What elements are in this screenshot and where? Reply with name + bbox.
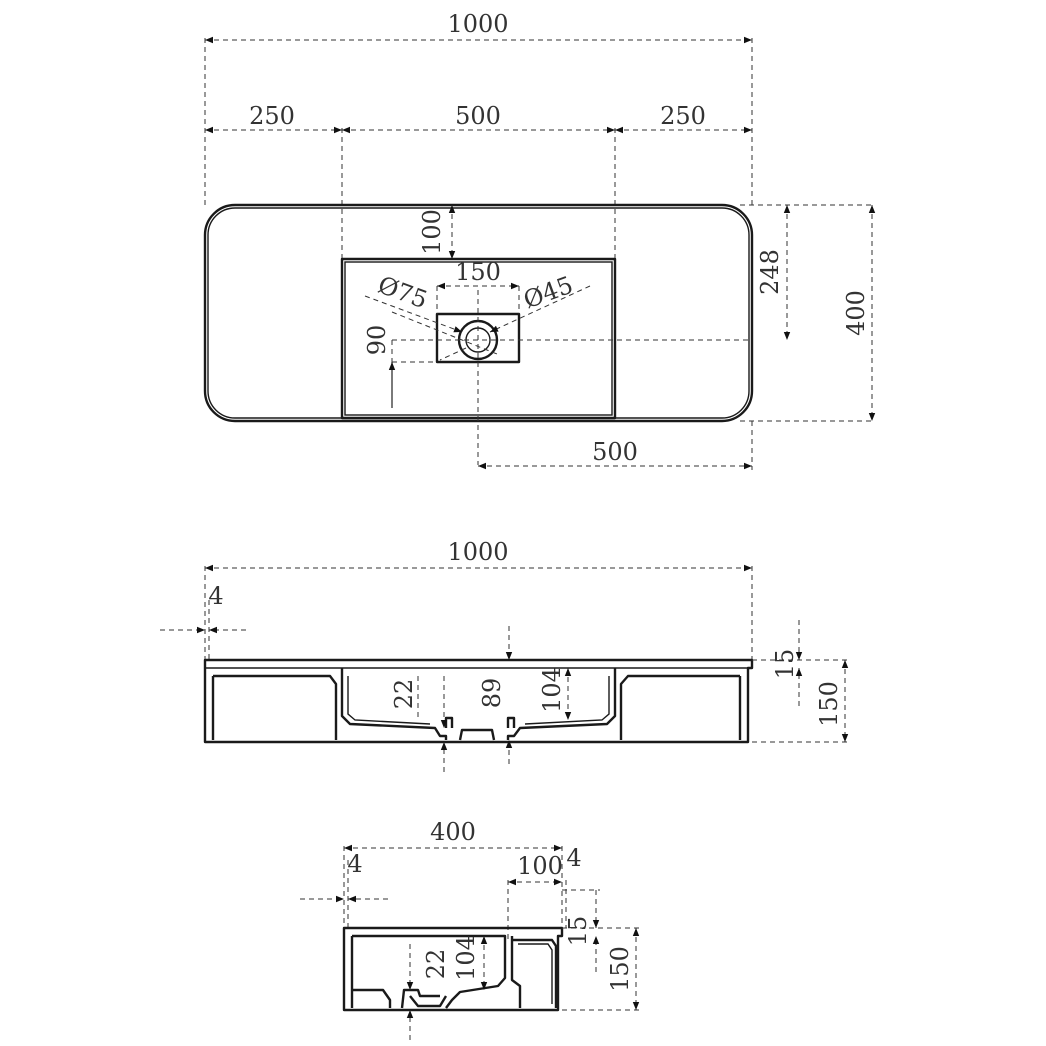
leader-inner-diameter (489, 285, 591, 333)
side-dim-label-drain-depth: 22 (422, 949, 450, 980)
side-left-cavity (350, 936, 392, 1008)
front-dim-label-drain-depth: 22 (390, 679, 418, 710)
dim-label-right-margin: 250 (660, 102, 706, 130)
front-drain-channel-right (506, 716, 516, 728)
side-dim-label-overall-width: 400 (430, 818, 476, 846)
side-basin-profile (352, 934, 507, 1009)
side-drain-channel (400, 988, 440, 1009)
dim-label-outer-diameter: Ø75 (374, 271, 431, 314)
dim-label-overall-depth: 400 (842, 290, 870, 336)
side-dim-label-overall-height: 150 (606, 946, 634, 992)
dim-label-drain-to-right: 500 (592, 438, 638, 466)
front-basin-inner-left (347, 676, 431, 725)
side-dim-label-rim-thickness: 15 (564, 916, 592, 947)
side-dim-label-edge-left: 4 (347, 850, 362, 878)
leader-outer-diameter-2 (391, 311, 498, 355)
side-dim-label-edge-right: 4 (566, 844, 581, 872)
dim-label-inner-diameter: Ø45 (520, 271, 577, 314)
dim-label-drain-spacing: 150 (455, 258, 501, 286)
side-right-cavity (510, 936, 558, 1008)
front-dim-label-basin-depth: 104 (538, 667, 566, 713)
top-view: 1000 250 500 250 100 150 Ø75 (203, 10, 876, 470)
side-drain-bottom (409, 995, 448, 1008)
side-dim-label-ledge-width: 100 (517, 852, 563, 880)
side-right-inner (518, 943, 553, 1004)
front-view: 1000 4 22 89 104 15 (160, 538, 850, 772)
front-dim-label-rim-thickness: 15 (771, 649, 799, 680)
front-dim-label-overall-height: 150 (815, 681, 843, 727)
dim-label-overall-width: 1000 (447, 10, 508, 38)
dim-label-basin-width: 500 (455, 102, 501, 130)
basin-inner-edge (344, 261, 613, 416)
side-dim-label-basin-depth: 104 (452, 935, 480, 981)
dim-label-drain-offset: 90 (363, 325, 391, 356)
front-basin-left-wall (340, 668, 448, 740)
dim-label-left-margin: 250 (249, 102, 295, 130)
front-basin-inner-right (524, 676, 610, 725)
side-view: 400 4 100 4 22 104 (300, 818, 640, 1040)
front-right-cavity (619, 674, 742, 740)
dim-label-top-to-basin: 100 (418, 209, 446, 255)
front-left-cavity (211, 674, 338, 740)
front-dim-label-basin-depth-mid: 89 (478, 678, 506, 709)
front-drain-channel (444, 716, 496, 741)
dim-label-drain-depth-from-edge: 248 (756, 249, 784, 295)
front-dim-label-overall-width: 1000 (447, 538, 508, 566)
leader-inner-diameter-2 (439, 347, 467, 361)
front-basin-right-wall (506, 668, 617, 740)
front-dim-label-edge-thickness: 4 (208, 582, 223, 610)
